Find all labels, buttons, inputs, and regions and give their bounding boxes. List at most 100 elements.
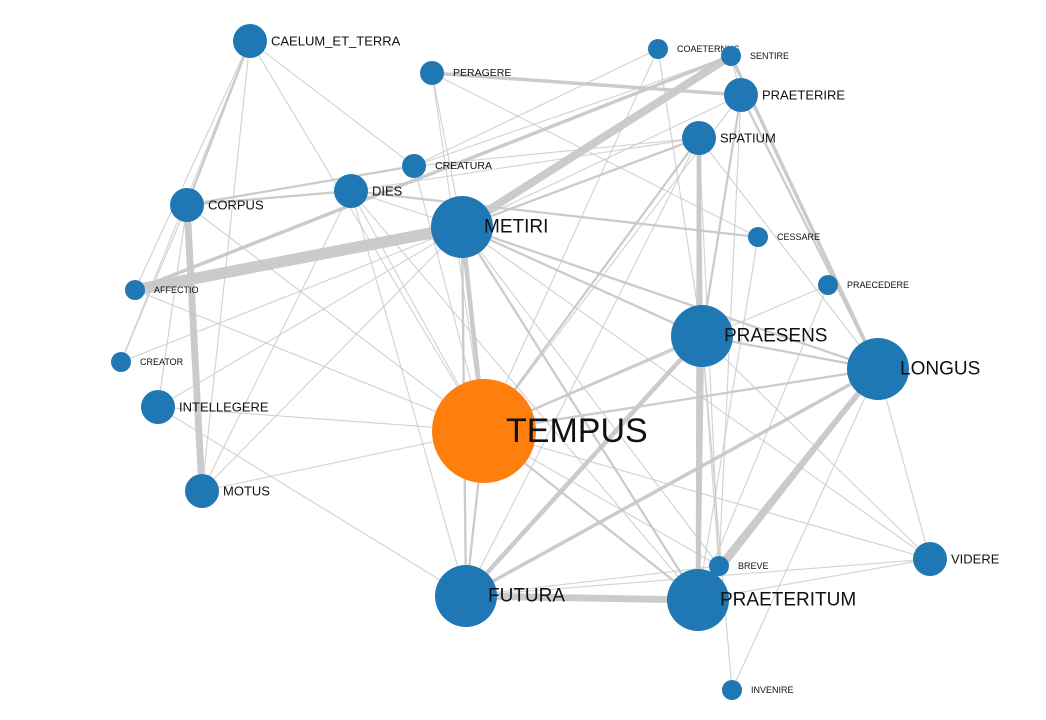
node-circle[interactable] xyxy=(682,121,716,155)
edge-praesens-videre xyxy=(701,335,931,560)
edge-coaeternus-creatura xyxy=(413,48,659,167)
node-caelum-et-terra[interactable]: CAELUM_ET_TERRA xyxy=(233,24,401,58)
node-metiri[interactable]: METIRI xyxy=(431,196,548,258)
node-label: PRAETERITUM xyxy=(720,590,856,611)
node-circle[interactable] xyxy=(748,227,768,247)
edge-praesens-invenire xyxy=(701,335,733,691)
edge-futura-praeteritum xyxy=(465,592,699,604)
edge-motus-dies xyxy=(201,190,352,492)
node-intellegere[interactable]: INTELLEGERE xyxy=(141,390,269,424)
edge-caelum-et-terra-motus xyxy=(201,40,251,492)
node-creatura[interactable]: CREATURA xyxy=(402,154,492,178)
node-spatium[interactable]: SPATIUM xyxy=(682,121,776,155)
node-label: CESSARE xyxy=(777,232,820,242)
node-label: PRAESENS xyxy=(724,326,827,347)
edge-spatium-futura xyxy=(465,137,700,597)
edge-praeterire-praesens xyxy=(700,94,743,337)
node-circle[interactable] xyxy=(432,379,536,483)
node-circle[interactable] xyxy=(667,569,729,631)
node-praeterire[interactable]: PRAETERIRE xyxy=(724,78,845,112)
edge-longus-videre xyxy=(877,368,931,560)
node-futura[interactable]: FUTURA xyxy=(435,565,565,627)
edge-metiri-sentire xyxy=(459,52,734,231)
edge-dies-spatium xyxy=(350,137,700,192)
edge-intellegere-futura xyxy=(157,406,467,597)
node-circle[interactable] xyxy=(435,565,497,627)
edge-spatium-longus xyxy=(698,137,879,370)
node-circle[interactable] xyxy=(818,275,838,295)
node-praecedere[interactable]: PRAECEDERE xyxy=(818,275,909,295)
node-circle[interactable] xyxy=(648,39,668,59)
node-praesens[interactable]: PRAESENS xyxy=(671,305,827,367)
edge-metiri-videre xyxy=(461,226,931,560)
node-breve[interactable]: BREVE xyxy=(709,556,769,576)
edge-metiri-praesens xyxy=(461,225,703,338)
node-circle[interactable] xyxy=(671,305,733,367)
node-circle[interactable] xyxy=(847,338,909,400)
node-label: INTELLEGERE xyxy=(179,400,269,415)
edge-longus-invenire xyxy=(731,368,879,691)
node-circle[interactable] xyxy=(420,61,444,85)
node-label: TEMPUS xyxy=(506,412,648,450)
edge-intellegere-metiri xyxy=(157,226,463,408)
edge-dies-praeteritum xyxy=(350,190,699,601)
edge-sentire-longus xyxy=(729,55,880,370)
node-label: CREATURA xyxy=(435,160,492,172)
edge-corpus-motus xyxy=(183,204,206,492)
node-affectio[interactable]: AFFECTIO xyxy=(125,280,199,300)
edge-futura-breve xyxy=(465,565,720,597)
edge-corpus-creator xyxy=(120,204,188,363)
node-label: DIES xyxy=(372,184,403,199)
node-sentire[interactable]: SENTIRE xyxy=(721,46,789,66)
node-corpus[interactable]: CORPUS xyxy=(170,188,264,222)
node-invenire[interactable]: INVENIRE xyxy=(722,680,794,700)
edge-spatium-praeteritum xyxy=(695,137,702,601)
node-label: INVENIRE xyxy=(751,685,794,695)
node-circle[interactable] xyxy=(141,390,175,424)
edge-praecedere-tempus xyxy=(483,284,829,432)
node-circle[interactable] xyxy=(402,154,426,178)
edge-praesens-spatium xyxy=(697,137,704,337)
node-tempus[interactable]: TEMPUS xyxy=(432,379,648,483)
node-circle[interactable] xyxy=(722,680,742,700)
node-motus[interactable]: MOTUS xyxy=(185,474,270,508)
node-cessare[interactable]: CESSARE xyxy=(748,227,820,247)
node-label: MOTUS xyxy=(223,484,270,499)
edge-affectio-tempus xyxy=(134,289,485,432)
node-circle[interactable] xyxy=(125,280,145,300)
node-dies[interactable]: DIES xyxy=(334,174,403,208)
edge-praeterire-metiri xyxy=(461,94,742,228)
node-circle[interactable] xyxy=(233,24,267,58)
node-circle[interactable] xyxy=(111,352,131,372)
node-circle[interactable] xyxy=(913,542,947,576)
node-longus[interactable]: LONGUS xyxy=(847,338,980,400)
edge-dies-corpus xyxy=(186,189,352,207)
node-videre[interactable]: VIDERE xyxy=(913,542,1000,576)
node-label: PRAETERIRE xyxy=(762,88,845,103)
node-circle[interactable] xyxy=(721,46,741,66)
node-creator[interactable]: CREATOR xyxy=(111,352,184,372)
node-circle[interactable] xyxy=(709,556,729,576)
edge-tempus-videre xyxy=(483,430,931,560)
node-layer: TEMPUS METIRI FUTURA PRAETERITUM PRAESENS LON… xyxy=(111,24,1000,700)
node-peragere[interactable]: PERAGERE xyxy=(420,61,511,85)
edge-caelum-et-terra-affectio xyxy=(134,40,251,291)
node-label: CAELUM_ET_TERRA xyxy=(271,34,401,49)
node-label: CREATOR xyxy=(140,357,184,367)
node-label: COAETERNUS xyxy=(677,44,740,54)
node-praeteritum[interactable]: PRAETERITUM xyxy=(667,569,856,631)
edge-dies-cessare xyxy=(350,189,759,239)
edge-corpus-intellegere xyxy=(157,204,188,408)
node-circle[interactable] xyxy=(724,78,758,112)
node-circle[interactable] xyxy=(431,196,493,258)
node-circle[interactable] xyxy=(170,188,204,222)
node-circle[interactable] xyxy=(185,474,219,508)
node-label: SPATIUM xyxy=(720,131,776,146)
edge-caelum-et-terra-creatura xyxy=(249,40,415,167)
node-label: AFFECTIO xyxy=(154,285,199,295)
node-coaeternus[interactable]: COAETERNUS xyxy=(648,39,740,59)
node-circle[interactable] xyxy=(334,174,368,208)
edge-praeteritum-videre xyxy=(697,558,931,601)
node-label: PERAGERE xyxy=(453,67,511,79)
edge-corpus-tempus xyxy=(186,204,485,432)
